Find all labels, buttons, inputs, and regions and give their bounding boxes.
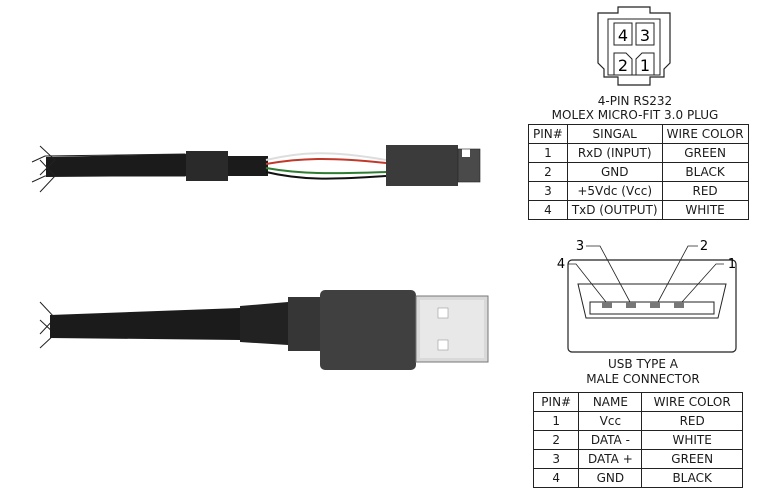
header-pin: PIN# [532, 392, 580, 412]
pin-cell: 1 [532, 411, 580, 431]
table-row: 2 DATA - WHITE [532, 430, 743, 450]
pin-cell: 4 [528, 200, 568, 220]
usb-callout-3: 3 [576, 239, 584, 254]
header-name: NAME [578, 392, 643, 412]
molex-pin-3-label: 3 [640, 26, 650, 45]
pin-cell: 3 [532, 449, 580, 469]
cable-illustrations [31, 145, 489, 370]
usb-callout-4: 4 [557, 257, 565, 272]
pin-cell: 2 [532, 430, 580, 450]
pin-cell: 1 [528, 143, 568, 163]
molex-pin-table: PIN# SINGAL WIRE COLOR 1 RxD (INPUT) GRE… [528, 124, 749, 220]
wire-color-cell: BLACK [661, 162, 749, 182]
pin-cell: 3 [528, 181, 568, 201]
molex-pin-2-label: 2 [618, 56, 628, 75]
signal-cell: RxD (INPUT) [566, 143, 663, 163]
table-row: 3 +5Vdc (Vcc) RED [528, 181, 749, 201]
header-wire-color: WIRE COLOR [661, 124, 749, 144]
header-wire-color: WIRE COLOR [641, 392, 743, 412]
table-header-row: PIN# NAME WIRE COLOR [532, 392, 743, 412]
molex-cable-drawing [31, 145, 481, 193]
wire-color-cell: RED [641, 411, 743, 431]
table-row: 1 RxD (INPUT) GREEN [528, 143, 749, 163]
table-row: 3 DATA + GREEN [532, 449, 743, 469]
table-header-row: PIN# SINGAL WIRE COLOR [528, 124, 749, 144]
table-row: 4 TxD (OUTPUT) WHITE [528, 200, 749, 220]
table-row: 4 GND BLACK [532, 468, 743, 488]
pin-cell: 4 [532, 468, 580, 488]
name-cell: DATA - [578, 430, 643, 450]
table-row: 2 GND BLACK [528, 162, 749, 182]
usb-caption-line2: MALE CONNECTOR [586, 372, 700, 386]
molex-caption-line2: MOLEX MICRO-FIT 3.0 PLUG [551, 108, 719, 122]
usb-callout-1: 1 [728, 257, 736, 272]
usb-callout-2: 2 [700, 239, 708, 254]
usb-cable-drawing [39, 290, 489, 370]
wire-color-cell: GREEN [641, 449, 743, 469]
name-cell: GND [578, 468, 643, 488]
wire-color-cell: GREEN [661, 143, 749, 163]
wire-color-cell: WHITE [661, 200, 749, 220]
pin-cell: 2 [528, 162, 568, 182]
signal-cell: +5Vdc (Vcc) [566, 181, 663, 201]
usb-caption-line1: USB TYPE A [608, 357, 678, 371]
wire-color-cell: BLACK [641, 468, 743, 488]
molex-pin-4-label: 4 [618, 26, 628, 45]
usb-pin-table: PIN# NAME WIRE COLOR 1 Vcc RED 2 DATA - … [532, 392, 743, 488]
signal-cell: GND [566, 162, 663, 182]
molex-caption-line1: 4-PIN RS232 [597, 94, 673, 108]
header-signal: SINGAL [566, 124, 663, 144]
molex-pin-face-diagram: 4 3 2 1 [597, 6, 671, 86]
name-cell: DATA + [578, 449, 643, 469]
header-pin: PIN# [528, 124, 568, 144]
table-row: 1 Vcc RED [532, 411, 743, 431]
usb-pin-face-diagram: 3 2 4 1 [557, 239, 737, 353]
name-cell: Vcc [578, 411, 643, 431]
signal-cell: TxD (OUTPUT) [566, 200, 663, 220]
wire-color-cell: RED [661, 181, 749, 201]
molex-pin-1-label: 1 [640, 56, 650, 75]
wire-color-cell: WHITE [641, 430, 743, 450]
